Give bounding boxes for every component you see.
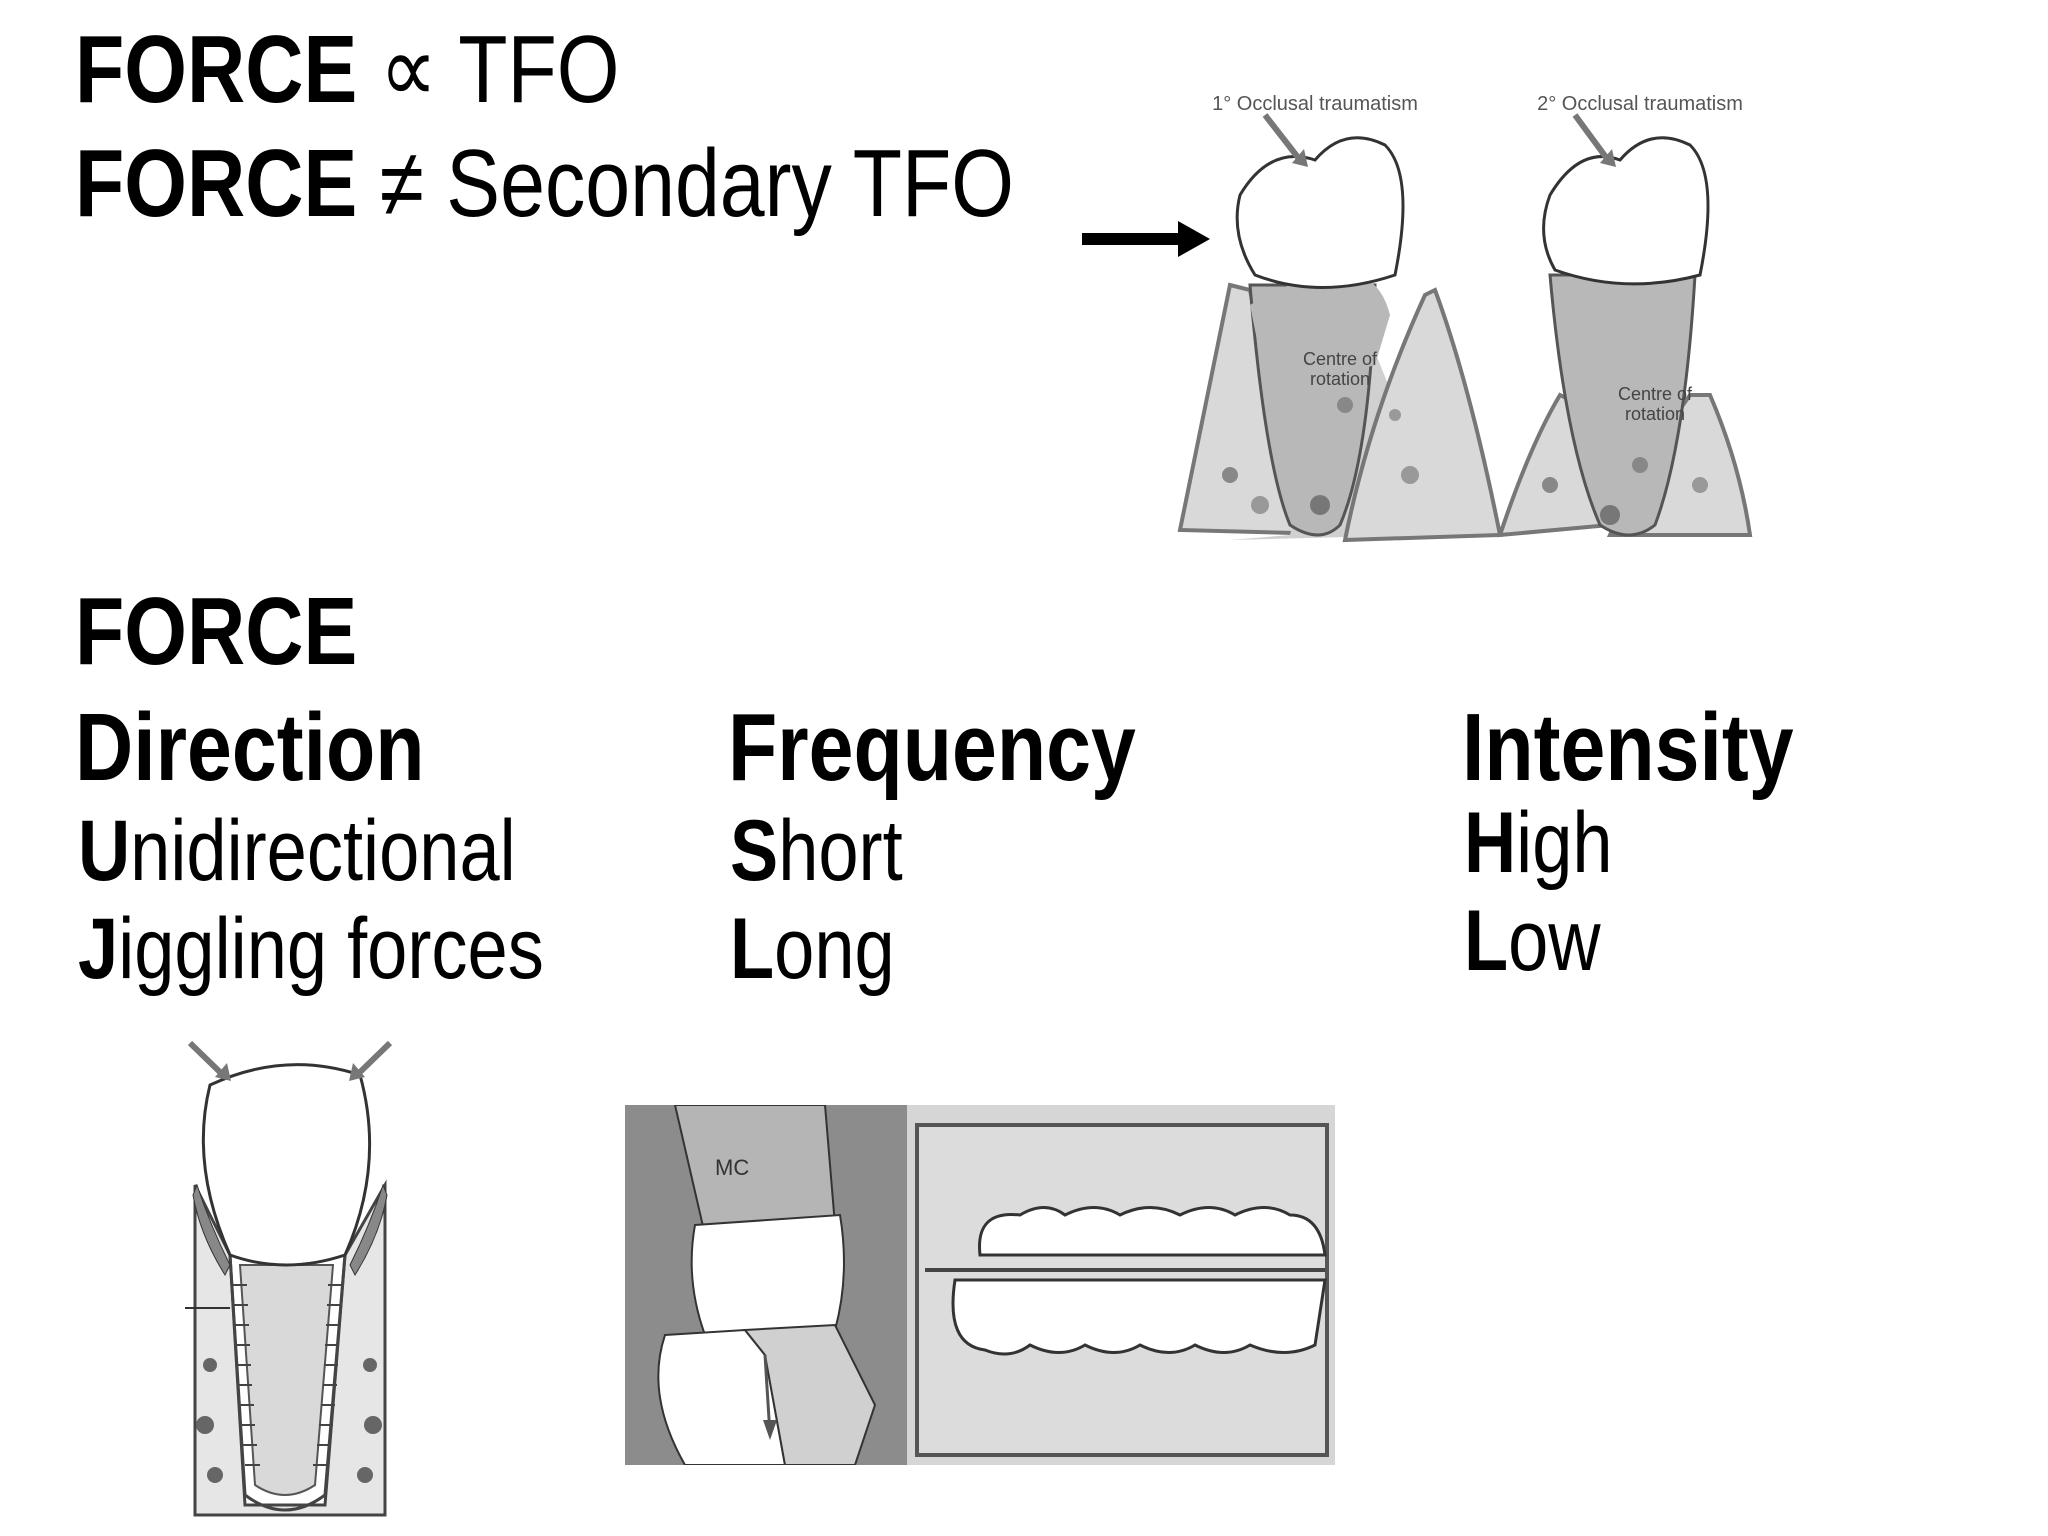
statement-tfo-text: TFO xyxy=(458,16,620,123)
item-rest: ong xyxy=(774,901,895,997)
statement-force-not-equal-secondary-tfo: FORCE ≠ Secondary TFO xyxy=(75,136,1014,232)
proportional-symbol: ∝ xyxy=(379,16,438,123)
primary-traumatism-tooth: Centre of rotation xyxy=(1177,113,1503,543)
centre-label-1: Centre of xyxy=(1618,384,1693,404)
mc-tag: MC xyxy=(715,1155,749,1180)
statement-force-label: FORCE xyxy=(75,130,358,237)
item-initial: J xyxy=(78,901,119,997)
direction-heading: Direction xyxy=(75,694,425,801)
secondary-traumatism-label: 2° Occlusal traumatism xyxy=(1537,93,1743,115)
intensity-item-high: High xyxy=(1464,800,1613,886)
dentition-panel xyxy=(907,1105,1335,1465)
direction-item-unidirectional: Unidirectional xyxy=(78,808,516,894)
statement-force-proportional-tfo: FORCE ∝ TFO xyxy=(75,22,619,118)
statement-secondary-tfo-text: Secondary TFO xyxy=(446,130,1015,237)
centre-label-1: Centre of xyxy=(1303,349,1378,369)
intensity-heading: Intensity xyxy=(1462,694,1794,801)
statement-force-label: FORCE xyxy=(75,16,358,123)
intensity-item-low: Low xyxy=(1464,898,1600,984)
frequency-heading: Frequency xyxy=(728,694,1136,801)
direction-item-jiggling: Jiggling forces xyxy=(78,906,544,992)
frequency-illustration: MC xyxy=(625,1105,1335,1465)
frequency-item-long: Long xyxy=(730,906,895,992)
item-rest: ow xyxy=(1508,893,1601,989)
tooth-contact-panel: MC xyxy=(625,1105,907,1465)
force-heading: FORCE xyxy=(75,578,358,685)
item-rest: nidirectional xyxy=(130,803,516,899)
item-rest: igh xyxy=(1516,795,1613,891)
item-initial: U xyxy=(78,803,131,899)
arrow-right-icon xyxy=(1082,221,1210,257)
secondary-traumatism-tooth: Centre of rotation xyxy=(1497,113,1753,538)
jiggling-forces-tooth-illustration xyxy=(185,1040,393,1517)
centre-label-2: rotation xyxy=(1625,404,1685,424)
occlusal-traumatism-illustration: Centre of rotation Centre of rotation 1°… xyxy=(1177,93,1753,543)
not-equal-symbol: ≠ xyxy=(379,130,424,237)
item-rest: hort xyxy=(778,803,903,899)
item-initial: H xyxy=(1464,795,1517,891)
item-initial: S xyxy=(730,803,779,899)
centre-label-2: rotation xyxy=(1310,369,1370,389)
item-initial: L xyxy=(730,901,775,997)
item-initial: L xyxy=(1464,893,1509,989)
primary-traumatism-label: 1° Occlusal traumatism xyxy=(1212,93,1418,115)
frequency-item-short: Short xyxy=(730,808,903,894)
item-rest: iggling forces xyxy=(118,901,544,997)
